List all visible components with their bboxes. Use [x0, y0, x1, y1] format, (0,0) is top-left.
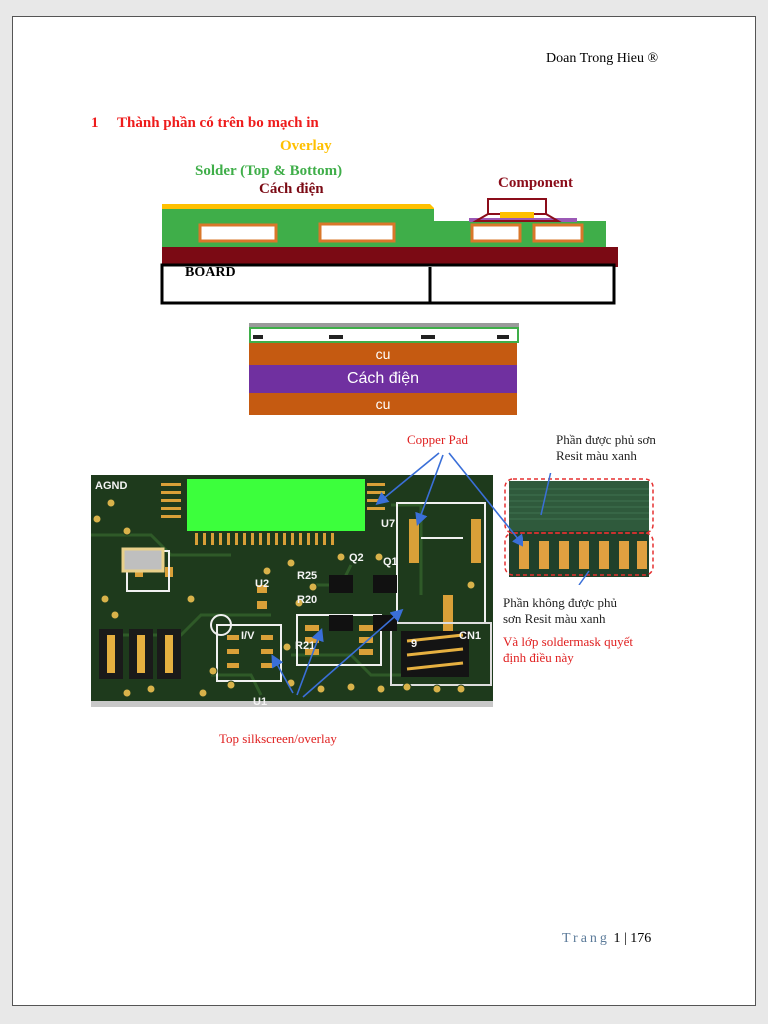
- copper-bottom-layer: cu: [249, 393, 517, 415]
- insulation-core-layer: Cách điện: [249, 365, 517, 393]
- board-label: BOARD: [185, 265, 236, 281]
- section-title: Thành phần có trên bo mạch in: [117, 115, 319, 131]
- solder-label: Solder (Top & Bottom): [195, 163, 342, 180]
- layer-stack-diagram: cu Cách điện cu: [249, 323, 519, 415]
- pcb-agnd-text: AGND: [95, 480, 127, 492]
- annotation-arrows: [253, 445, 523, 735]
- soldermask-closeup-photo: [503, 473, 655, 585]
- overlay-label: Overlay: [280, 138, 332, 155]
- copper-trace-2: [320, 224, 394, 241]
- component-label: Component: [498, 175, 573, 192]
- footer-total-pages: 176: [630, 931, 651, 946]
- covered-area-label: Phần được phủ sơn Resit màu xanh: [556, 432, 656, 464]
- pcb-cross-section-diagram: [158, 197, 618, 305]
- copper-top-layer: cu: [249, 343, 517, 365]
- copper-pad-2: [534, 225, 582, 241]
- soldermask-layer: [249, 327, 519, 343]
- copper-trace-1: [200, 225, 276, 241]
- component-overlay: [500, 212, 534, 218]
- copper-pad-1: [472, 225, 520, 241]
- silkscreen-label: Top silkscreen/overlay: [219, 731, 337, 747]
- insulation-label: Cách điện: [259, 181, 324, 198]
- author-header: Doan Trong Hieu ®: [546, 51, 658, 67]
- section-number: 1: [91, 115, 117, 132]
- component-body: [488, 199, 546, 214]
- footer-trang: Trang: [562, 931, 610, 946]
- page-footer: Trang 1 | 176: [562, 931, 651, 947]
